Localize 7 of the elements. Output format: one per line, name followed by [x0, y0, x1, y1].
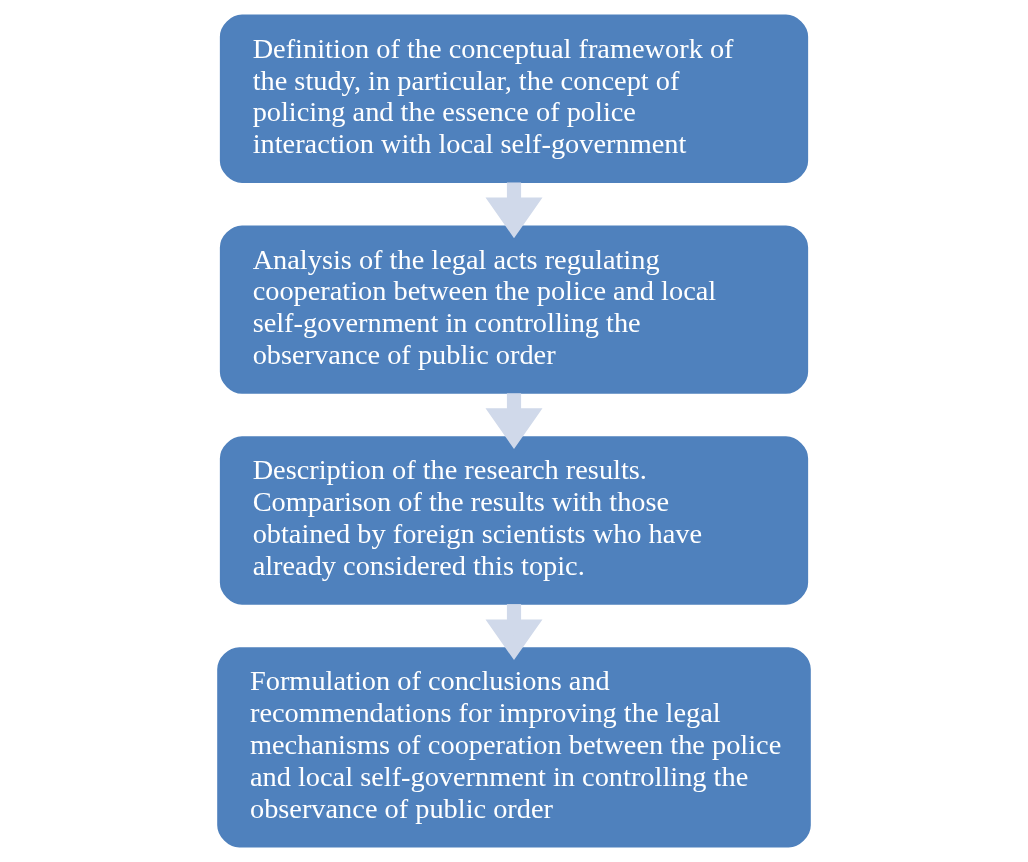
arrow — [485, 393, 543, 450]
node-box: Definition of the conceptual framework of the study, in particular, the concept of policing and the essence of police interaction with local self-government — [219, 14, 809, 183]
arrow — [485, 182, 543, 239]
node-box: Analysis of the legal acts regulating cooperation between the police and local self-government in controlling the observance of public order — [219, 225, 809, 394]
arrow — [485, 604, 543, 661]
node-box: Formulation of conclusions and recommendations for improving the legal mechanisms of cooperation between the police and local self-government in controlling the observance of public order — [217, 647, 811, 848]
node-box: Description of the research results. Comparison of the results with those obtained by foreign scientists who have already considered this topic. — [219, 436, 809, 605]
